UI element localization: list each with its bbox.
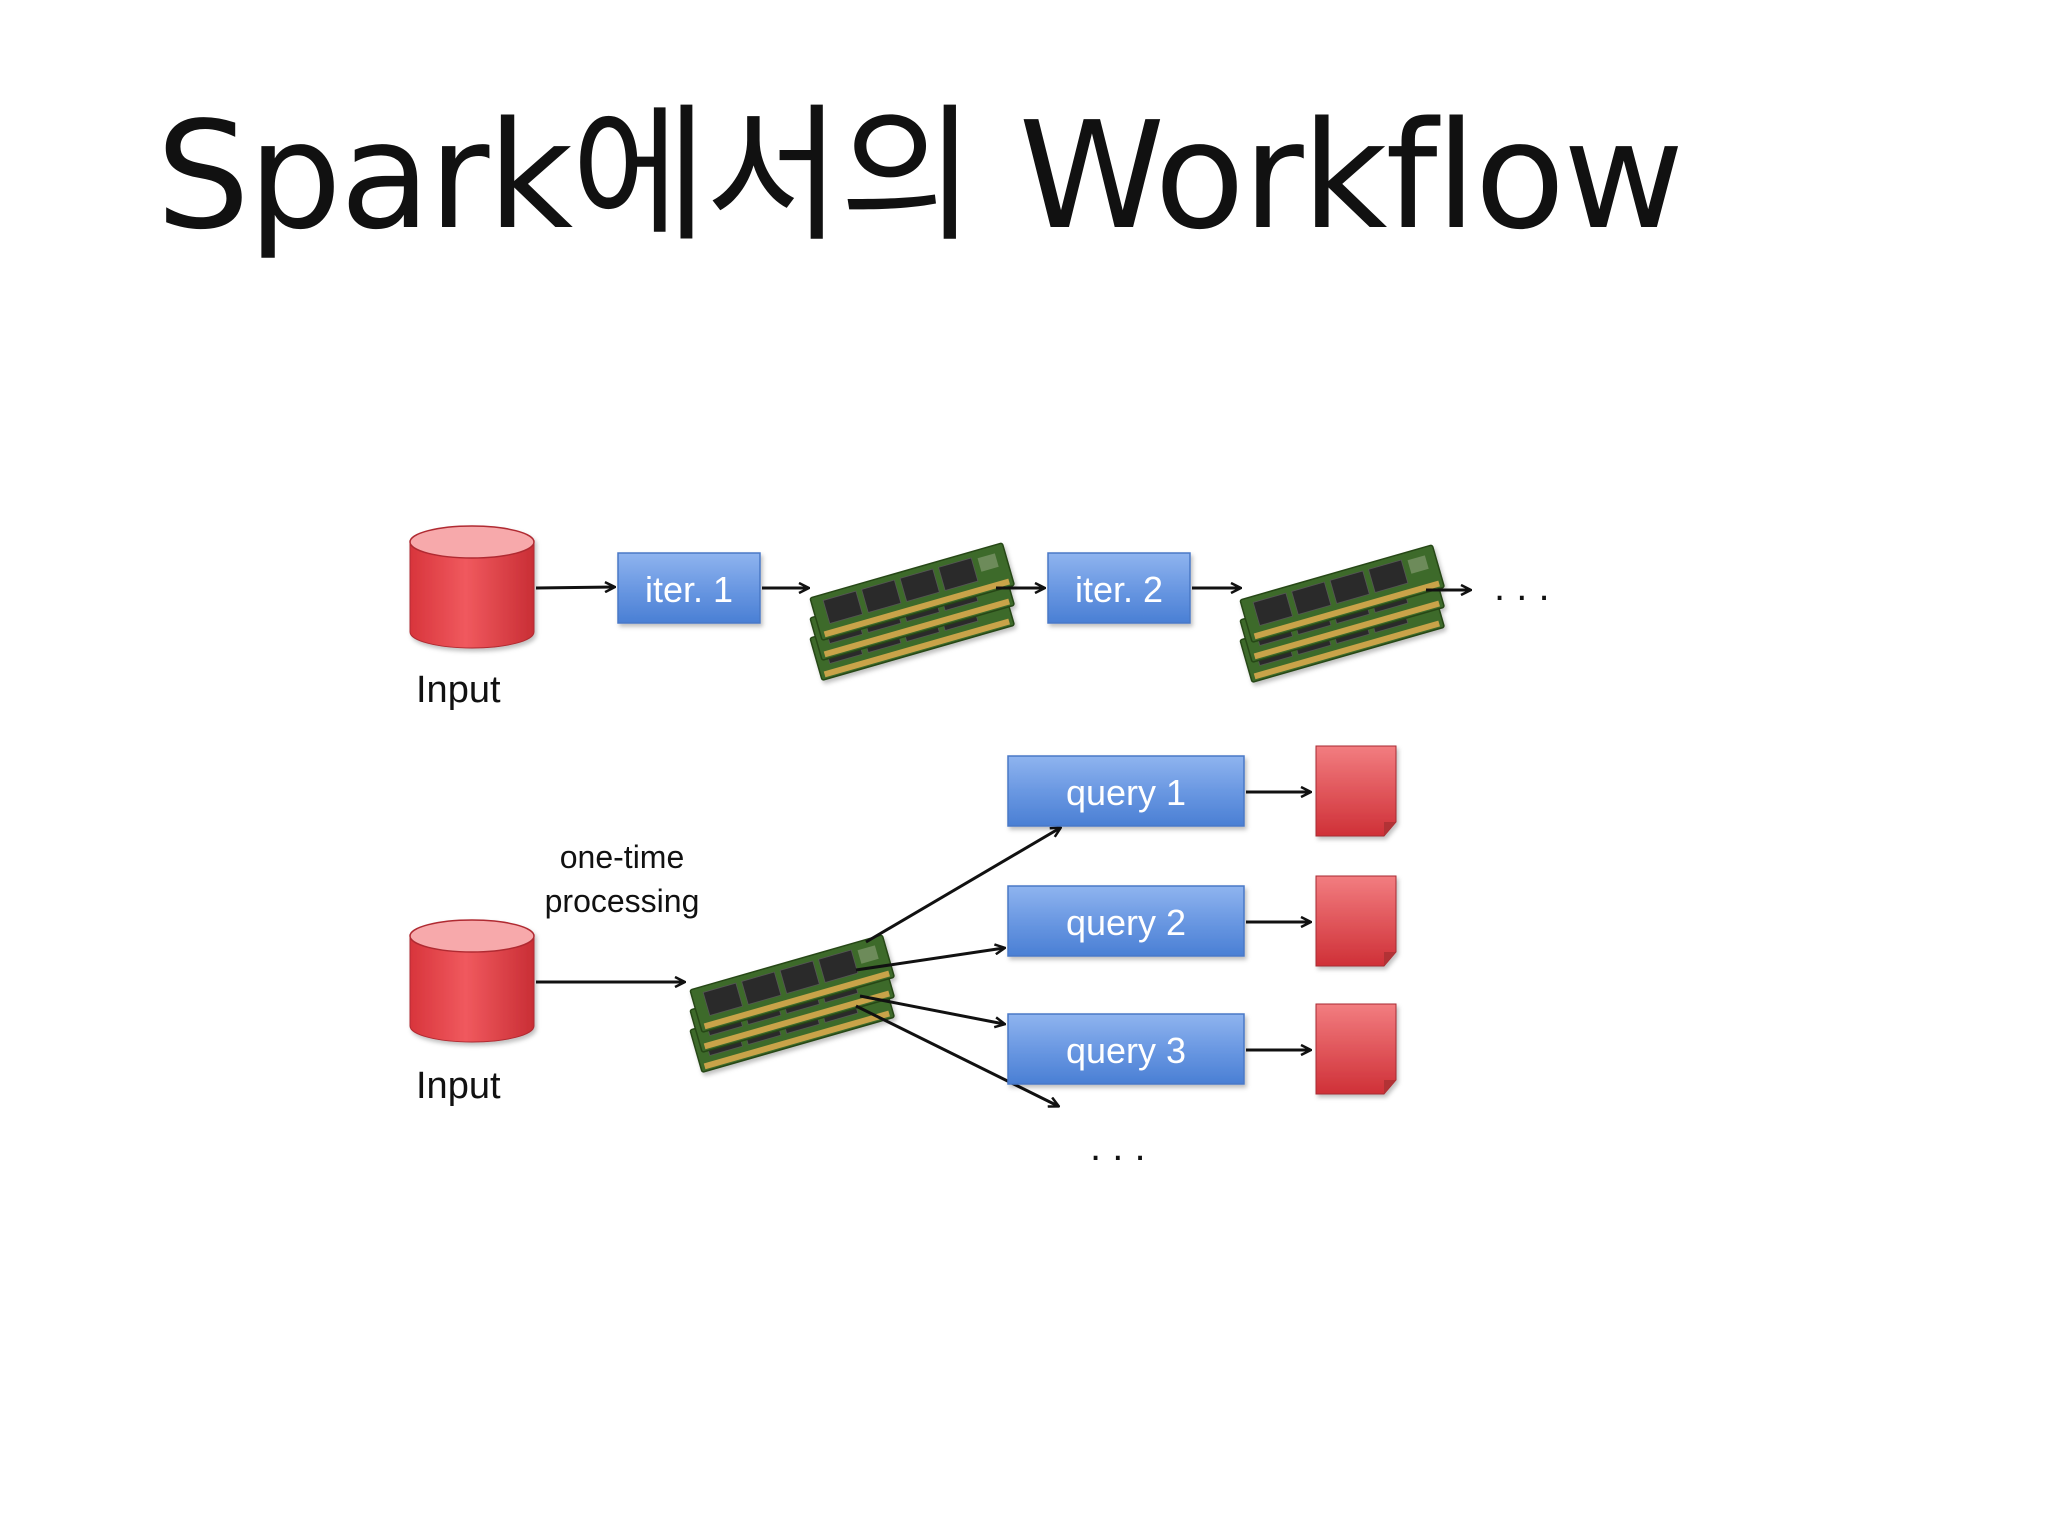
arrow-memory-to-query3 bbox=[859, 994, 1004, 1024]
query-box-3: query 3 bbox=[1007, 1013, 1245, 1085]
database-cylinder-icon bbox=[409, 525, 535, 649]
query-label-3: query 3 bbox=[1066, 1030, 1186, 1071]
memory-module-icon bbox=[810, 543, 1014, 680]
arrow-memory-to-query1 bbox=[865, 828, 1060, 944]
processing-label-line2: processing bbox=[545, 883, 700, 919]
result-document-icon bbox=[1315, 745, 1397, 837]
iterative-workflow: Input iter. 1 iter. 2 . . . bbox=[409, 525, 1550, 711]
query-box-2: query 2 bbox=[1007, 885, 1245, 957]
memory-module-icon bbox=[690, 935, 894, 1072]
interactive-ellipsis: . . . bbox=[1090, 1125, 1146, 1169]
iter-box-1: iter. 1 bbox=[617, 552, 761, 624]
query-label-2: query 2 bbox=[1066, 902, 1186, 943]
database-cylinder-icon bbox=[409, 919, 535, 1043]
processing-label-line1: one-time bbox=[560, 839, 685, 875]
query-label-1: query 1 bbox=[1066, 772, 1186, 813]
slide-title: Spark에서의 Workflow bbox=[156, 90, 1684, 262]
iter-label-2: iter. 2 bbox=[1075, 569, 1163, 610]
query-box-1: query 1 bbox=[1007, 755, 1245, 827]
iter-box-2: iter. 2 bbox=[1047, 552, 1191, 624]
iterative-ellipsis: . . . bbox=[1494, 565, 1550, 609]
input-label-2: Input bbox=[416, 1065, 501, 1107]
arrow-input-to-iter1 bbox=[535, 587, 614, 588]
memory-module-icon bbox=[1240, 545, 1444, 682]
result-document-icon bbox=[1315, 875, 1397, 967]
result-document-icon bbox=[1315, 1003, 1397, 1095]
arrow-memory-to-more bbox=[855, 1004, 1058, 1106]
arrow-memory-to-query2 bbox=[855, 948, 1004, 972]
interactive-workflow: Input one-time processing query 1 bbox=[409, 745, 1397, 1169]
iter-label-1: iter. 1 bbox=[645, 569, 733, 610]
input-label-1: Input bbox=[416, 669, 501, 711]
